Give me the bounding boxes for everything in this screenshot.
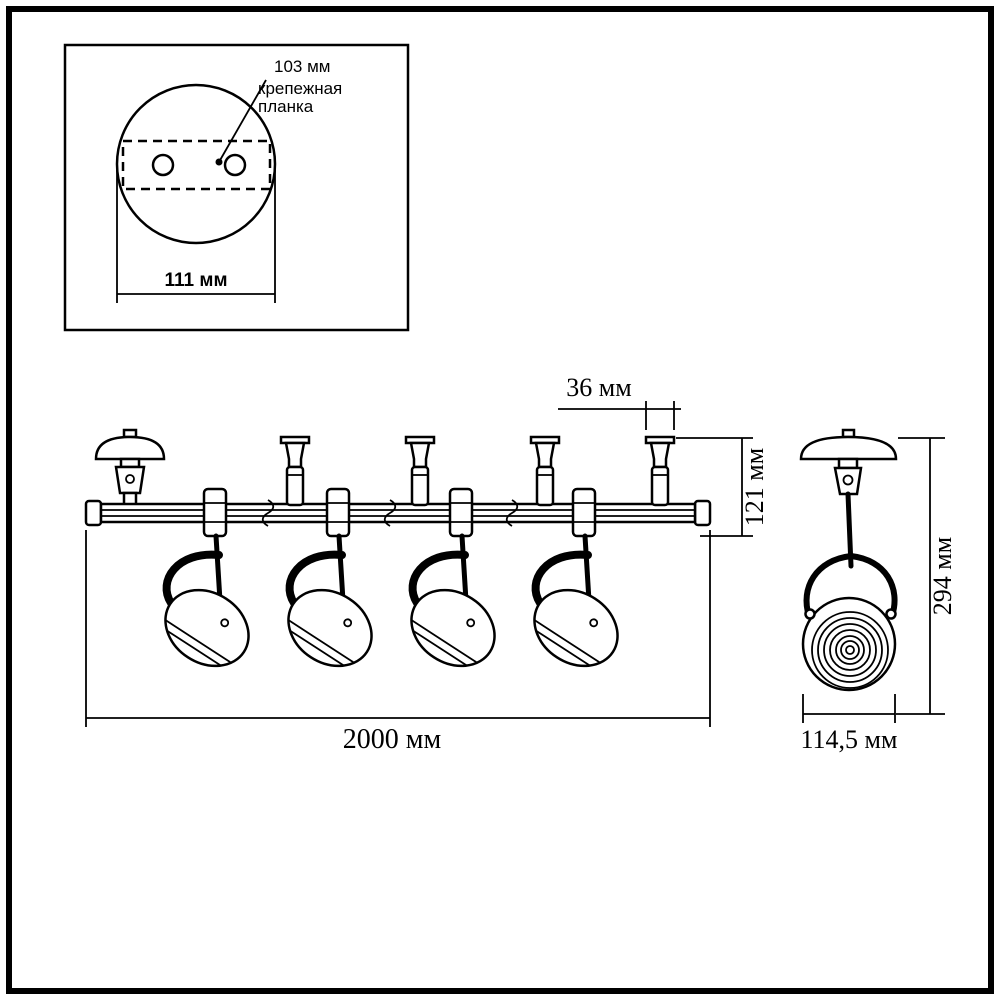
lens-ring xyxy=(829,629,871,671)
break-mark xyxy=(383,499,397,527)
yoke-arm-right xyxy=(848,553,898,619)
lens-ring xyxy=(823,623,877,677)
ceiling-canopy xyxy=(94,428,166,507)
mount-height-dimension: 121 мм xyxy=(676,437,769,537)
spotlight-side-view: 294 мм 114,5 мм xyxy=(799,428,957,754)
head-width-dimension: 114,5 мм xyxy=(801,694,898,754)
fixture-height-dimension: 294 мм xyxy=(896,437,957,715)
leader-line xyxy=(218,79,267,163)
canopy-neck xyxy=(837,457,859,470)
mount-height-label: 121 мм xyxy=(740,448,769,526)
canopy-connector xyxy=(833,466,863,496)
ceiling-hanger xyxy=(644,435,676,507)
yoke-arm-left xyxy=(803,553,854,619)
rail-endcap-right xyxy=(693,499,712,527)
connector-bolt xyxy=(125,474,135,484)
plate-width-dimension: 111 мм xyxy=(116,170,276,303)
mount-hole-left xyxy=(151,153,175,177)
ceiling-hanger xyxy=(529,435,561,507)
ceiling-hanger xyxy=(279,435,311,507)
mount-hole-right xyxy=(223,153,247,177)
total-length-dimension: 2000 мм xyxy=(85,530,711,755)
break-mark xyxy=(505,499,519,527)
fixture-height-label: 294 мм xyxy=(928,537,957,615)
head-width-label: 114,5 мм xyxy=(801,725,898,754)
mounting-bracket-dashed xyxy=(121,139,272,191)
lens-rings xyxy=(811,611,889,689)
break-mark xyxy=(261,499,275,527)
lens-ring xyxy=(840,640,860,660)
canopy-dome xyxy=(799,435,898,461)
yoke-bolt-right xyxy=(885,608,897,620)
bracket-label-line1: крепежная xyxy=(258,79,342,98)
canopy-dome xyxy=(94,435,166,461)
hole-pitch-label: 103 мм xyxy=(274,57,330,76)
lens-ring xyxy=(811,611,889,689)
connector-bolt xyxy=(842,474,854,486)
inset-box xyxy=(63,43,410,332)
lens-ring xyxy=(845,645,855,655)
lens-ring xyxy=(835,635,865,665)
ceiling-hanger xyxy=(404,435,436,507)
lens-ring xyxy=(817,617,883,683)
main-fixture-view: 36 мм 121 мм 2000 мм xyxy=(84,373,769,755)
plate-width-label: 111 мм xyxy=(165,270,228,291)
rail-endcap-left xyxy=(84,499,103,527)
bracket-label-line2: планка xyxy=(258,97,314,116)
mounting-detail-inset: 103 мм крепежная планка 111 мм xyxy=(63,43,410,332)
yoke-bolt-left xyxy=(804,608,816,620)
connector-width-dimension: 36 мм xyxy=(558,373,681,430)
total-length-label: 2000 мм xyxy=(343,724,442,755)
rail-body xyxy=(99,502,697,524)
canopy-connector xyxy=(114,465,146,495)
canopy-circle xyxy=(115,83,277,245)
page-border xyxy=(6,6,994,994)
track-rail xyxy=(84,499,712,527)
connector-width-label: 36 мм xyxy=(566,373,631,402)
